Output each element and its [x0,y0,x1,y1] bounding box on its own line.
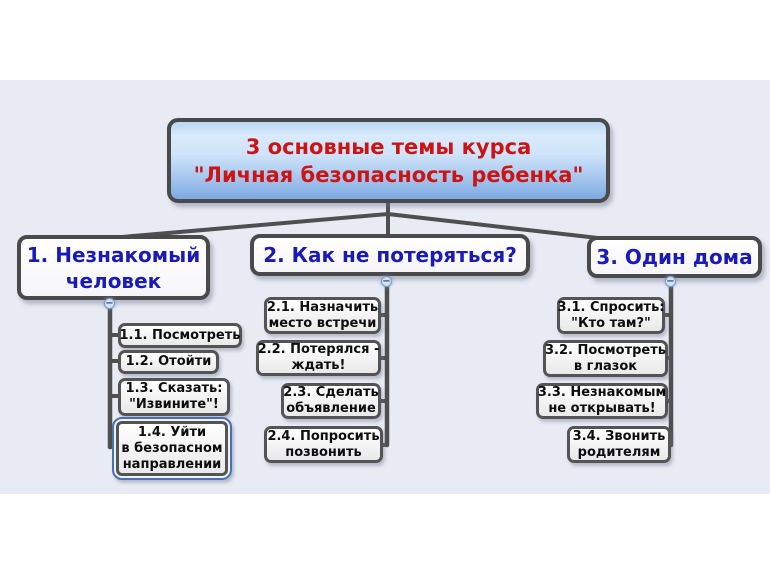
subtopic-text-line: в безопасном [121,440,223,456]
subtopic-text-line: позвонить [285,444,362,460]
subtopic-text-line: в глазок [573,358,638,374]
subtopic-text-line: 3.1. Спросить: [557,299,665,315]
branch-1-node[interactable]: 1. Незнакомый человек [17,235,210,300]
subtopic-3-1-node[interactable]: 3.1. Спросить: "Кто там?" [557,297,665,334]
root-title-line: "Личная безопасность ребенка" [193,162,584,187]
branch-1-title-line: человек [65,268,162,293]
subtopic-text-line: 3.3. Незнакомым [537,385,667,400]
branch-1-title-line: 1. Незнакомый [26,242,201,267]
subtopic-text-line: место встречи [268,315,377,331]
subtopic-text-line: не открывать! [548,401,656,416]
subtopic-text-line: ждать! [291,358,346,373]
subtopic-2-1-node[interactable]: 2.1. Назначить место встречи [264,297,381,334]
root-title-line: 3 основные темы курса [245,134,532,159]
subtopic-text-line: 3.2. Посмотреть [545,342,666,358]
subtopic-1-4-selection: 1.4. Уйти в безопасном направлении [112,417,232,480]
subtopic-text-line: 1.3. Сказать: [125,381,223,396]
subtopic-1-1-node[interactable]: 1.1. Посмотреть [118,323,242,348]
subtopic-text-line: родителям [577,444,661,460]
collapse-icon[interactable]: − [381,275,392,287]
subtopic-3-3-node[interactable]: 3.3. Незнакомым не открывать! [536,383,668,419]
subtopic-1-3-node[interactable]: 1.3. Сказать: "Извините"! [118,378,230,416]
subtopic-2-3-node[interactable]: 2.3. Сделать объявление [281,383,381,419]
subtopic-2-2-node[interactable]: 2.2. Потерялся - ждать! [256,340,381,376]
subtopic-text-line: "Кто там?" [571,315,651,331]
branch-2-node[interactable]: 2. Как не потеряться? [250,234,530,276]
subtopic-1-2-node[interactable]: 1.2. Отойти [118,350,219,374]
subtopic-1-4-node[interactable]: 1.4. Уйти в безопасном направлении [116,421,228,476]
subtopic-text-line: 2.4. Попросить [267,428,380,444]
collapse-icon[interactable]: − [104,297,115,309]
subtopic-3-2-node[interactable]: 3.2. Посмотреть в глазок [543,340,668,377]
subtopic-2-4-node[interactable]: 2.4. Попросить позвонить [264,426,383,463]
branch-3-node[interactable]: 3. Один дома [587,236,762,278]
subtopic-text-line: 3.4. Звонить [572,428,666,444]
subtopic-text-line: 1.1. Посмотреть [119,327,241,343]
subtopic-text-line: 2.3. Сделать [283,385,379,400]
subtopic-text-line: объявление [286,401,376,416]
branch-3-title-line: 3. Один дома [596,245,753,269]
collapse-icon[interactable]: − [665,275,676,287]
subtopic-text-line: 2.1. Назначить [266,299,379,315]
subtopic-3-4-node[interactable]: 3.4. Звонить родителям [567,426,671,463]
branch-2-title-line: 2. Как не потеряться? [263,243,517,267]
subtopic-text-line: направлении [122,456,222,472]
subtopic-text-line: "Извините"! [129,397,219,412]
root-topic-node[interactable]: 3 основные темы курса "Личная безопаснос… [167,118,610,203]
subtopic-text-line: 1.2. Отойти [125,354,212,369]
subtopic-text-line: 1.4. Уйти [137,424,207,440]
subtopic-text-line: 2.2. Потерялся - [257,342,380,357]
